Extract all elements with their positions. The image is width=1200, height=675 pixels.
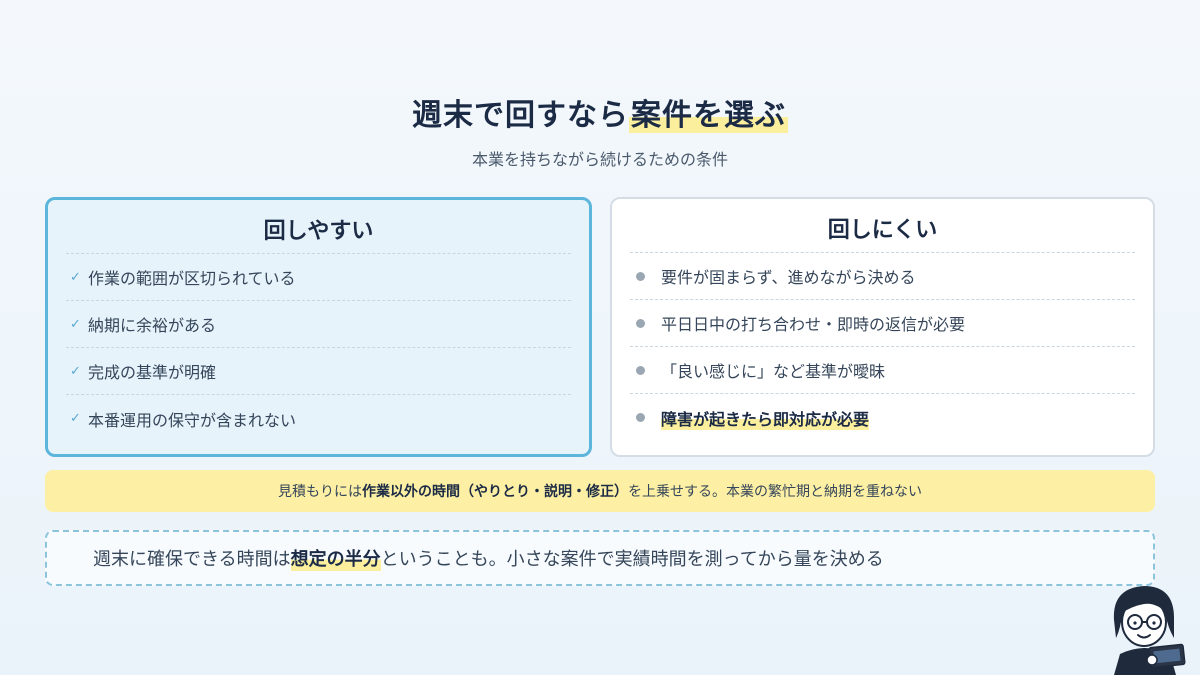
bullet-dot-icon bbox=[636, 271, 645, 281]
easy-item-label: 本番運用の保守が含まれない bbox=[88, 410, 297, 430]
checkmark-icon: ✓ bbox=[70, 316, 81, 332]
easy-item: ✓ 納期に余裕がある bbox=[66, 301, 571, 348]
easy-item: ✓ 作業の範囲が区切られている bbox=[66, 254, 571, 301]
page-subtitle: 本業を持ちながら続けるための条件 bbox=[471, 150, 728, 169]
page-title: 週末で回すなら案件を選ぶ bbox=[0, 90, 1200, 134]
banner-bold: 作業以外の時間（やりとり・説明・修正） bbox=[362, 484, 628, 500]
time-note: 週末に確保できる時間は想定の半分ということも。小さな案件で実績時間を測ってから量… bbox=[45, 530, 1155, 586]
hard-item: 平日日中の打ち合わせ・即時の返信が必要 bbox=[630, 300, 1135, 347]
hard-item-label: 平日日中の打ち合わせ・即時の返信が必要 bbox=[661, 315, 966, 334]
hard-item: 要件が固まらず、進めながら決める bbox=[630, 253, 1135, 300]
checkmark-icon: ✓ bbox=[70, 411, 81, 426]
banner-prefix: 見積もりには bbox=[278, 484, 362, 500]
title-highlight: 案件を選ぶ bbox=[629, 98, 788, 133]
bullet-dot-icon bbox=[636, 318, 645, 328]
hard-item-emphasis: 障害が起きたら即対応が必要 bbox=[630, 394, 1135, 441]
easy-card: 回しやすい ✓ 作業の範囲が区切られている ✓ 納期に余裕がある ✓ 完成の基準… bbox=[45, 197, 592, 457]
easy-item-label: 納期に余裕がある bbox=[88, 316, 217, 335]
hard-item-label: 「良い感じに」など基準が曖昧 bbox=[661, 362, 886, 381]
title-prefix: 週末で回すなら bbox=[412, 98, 629, 133]
note-prefix: 週末に確保できる時間は bbox=[93, 549, 291, 570]
easy-card-title: 回しやすい bbox=[66, 210, 571, 254]
hard-item-label: 障害が起きたら即対応が必要 bbox=[661, 405, 870, 430]
note-suffix: ということも。小さな案件で実績時間を測ってから量を決める bbox=[380, 549, 884, 570]
checkmark-icon: ✓ bbox=[70, 269, 81, 285]
hard-card-title: 回しにくい bbox=[630, 209, 1135, 253]
checkmark-icon: ✓ bbox=[70, 363, 81, 379]
hard-item: 「良い感じに」など基準が曖昧 bbox=[630, 347, 1135, 394]
banner-suffix: を上乗せする。本業の繁忙期と納期を重ねない bbox=[628, 484, 922, 500]
person-with-laptop-illustration bbox=[1113, 586, 1186, 675]
note-bold: 想定の半分 bbox=[290, 545, 381, 571]
hard-item-label: 要件が固まらず、進めながら決める bbox=[661, 268, 916, 287]
easy-item: ✓ 本番運用の保守が含まれない bbox=[66, 395, 571, 442]
hard-card: 回しにくい 要件が固まらず、進めながら決める 平日日中の打ち合わせ・即時の返信が… bbox=[610, 197, 1155, 457]
estimate-banner: 見積もりには作業以外の時間（やりとり・説明・修正）を上乗せする。本業の繁忙期と納… bbox=[45, 470, 1155, 512]
easy-item-label: 作業の範囲が区切られている bbox=[88, 269, 296, 288]
easy-item-label: 完成の基準が明確 bbox=[88, 363, 217, 382]
easy-item: ✓ 完成の基準が明確 bbox=[66, 348, 571, 395]
bullet-dot-icon bbox=[636, 365, 645, 375]
bullet-dot-icon bbox=[636, 413, 645, 422]
